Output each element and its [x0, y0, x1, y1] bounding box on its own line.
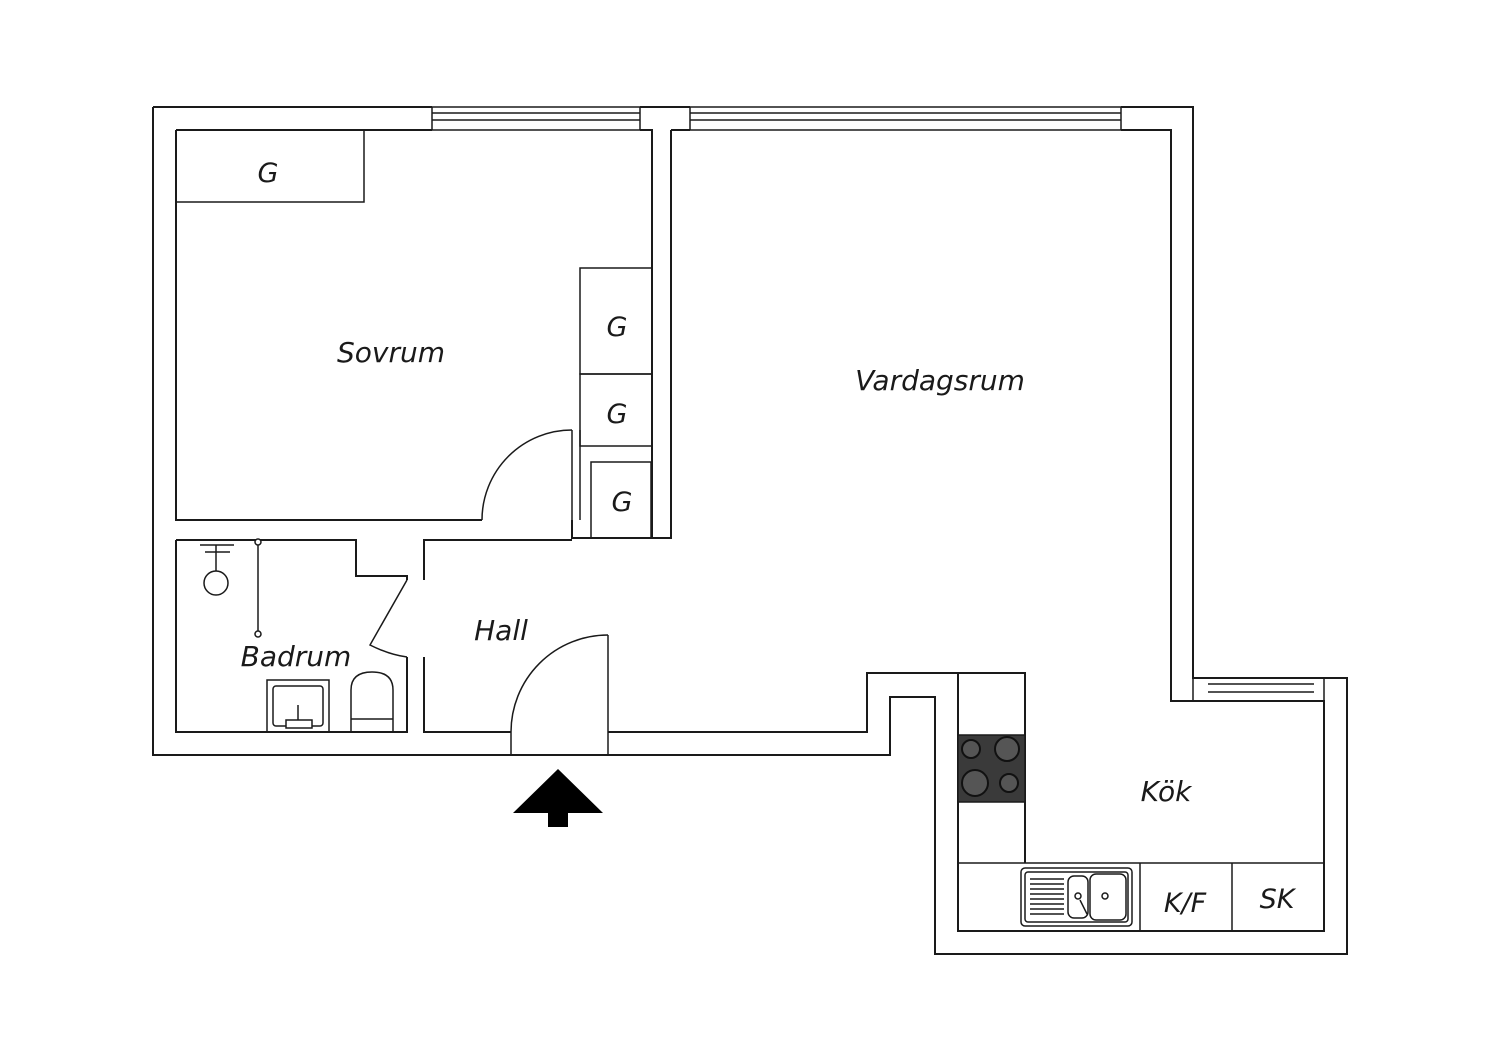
windows [431, 106, 1325, 702]
outer-walls [152, 106, 1348, 955]
closet-label-4: G [612, 487, 633, 518]
room-label-kok: Kök [1141, 775, 1193, 808]
counter [958, 862, 1324, 931]
shower-icon [200, 538, 262, 638]
stove-icon [957, 734, 1026, 803]
closet-label-1: G [258, 158, 279, 189]
room-label-vardagsrum: Vardagsrum [855, 364, 1025, 397]
room-label-sovrum: Sovrum [337, 336, 445, 369]
closets [176, 130, 653, 539]
entrance-arrow-icon [513, 769, 603, 827]
bathroom-sink-icon [266, 679, 330, 733]
fridge-freezer-label: K/F [1164, 888, 1207, 919]
sink-icon [1020, 867, 1133, 927]
closet-label-3: G [607, 399, 628, 430]
cabinet-label: SK [1260, 884, 1297, 915]
toilet-icon [350, 671, 394, 732]
closet-label-2: G [607, 312, 628, 343]
doors [368, 429, 609, 755]
room-label-badrum: Badrum [241, 640, 352, 673]
room-label-hall: Hall [474, 614, 528, 647]
